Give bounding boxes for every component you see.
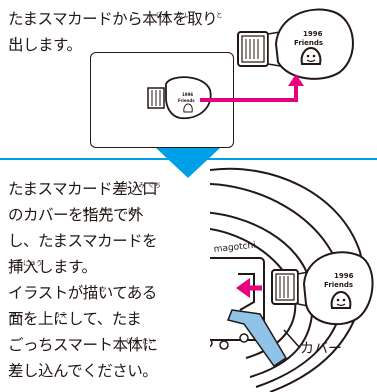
svg-text:Friends: Friends xyxy=(178,98,195,103)
step1-line-1: たまスマカードから本体を取り xyxy=(8,10,218,28)
card-body xyxy=(274,8,354,80)
device-brand: magotchi xyxy=(213,241,256,255)
svg-text:Friends: Friends xyxy=(324,281,353,289)
card-removed-illustration: 1996 Friends xyxy=(237,8,354,80)
step2-line-2: のカバーを指先で外 xyxy=(8,206,144,224)
svg-text:1996: 1996 xyxy=(182,92,193,97)
step2-line-4: 挿入します。 xyxy=(8,258,97,276)
step2-instructions: さし こみ ぐち たまスマカード差込口 ゆび さき はず のカバーを指先で外 し… xyxy=(8,180,161,380)
card-year: 1996 xyxy=(303,30,323,38)
step2-line-1: たまスマカード差込口 xyxy=(8,180,158,198)
step2-line-3: し、たまスマカードを xyxy=(8,232,158,250)
slot-cover xyxy=(226,309,288,368)
step2-line-6: 面を上にして、たま xyxy=(8,310,142,328)
next-step-arrow xyxy=(156,148,220,178)
svg-text:1996: 1996 xyxy=(334,272,354,280)
card-in-device-illustration: 1996 Friends xyxy=(147,76,212,119)
step2-line-7: ごっちスマート本体に xyxy=(8,336,158,354)
step1-instructions: ほん たい と たまスマカードから本体を取り だ 出します。 xyxy=(8,10,223,54)
cover-callout-label: カバー xyxy=(300,341,342,357)
step2-line-8: 差し込んでください。 xyxy=(8,362,158,380)
step2-line-5: イラストが描いてある xyxy=(8,284,157,302)
device-illustration: magotchi xyxy=(210,167,364,392)
card-inserting-illustration: 1996 Friends xyxy=(236,251,374,326)
step1-line-2: 出します。 xyxy=(8,36,82,54)
card-name: Friends xyxy=(294,39,323,47)
callout-leader xyxy=(283,329,301,349)
removal-arrow xyxy=(200,74,304,102)
character-icon xyxy=(300,46,322,65)
